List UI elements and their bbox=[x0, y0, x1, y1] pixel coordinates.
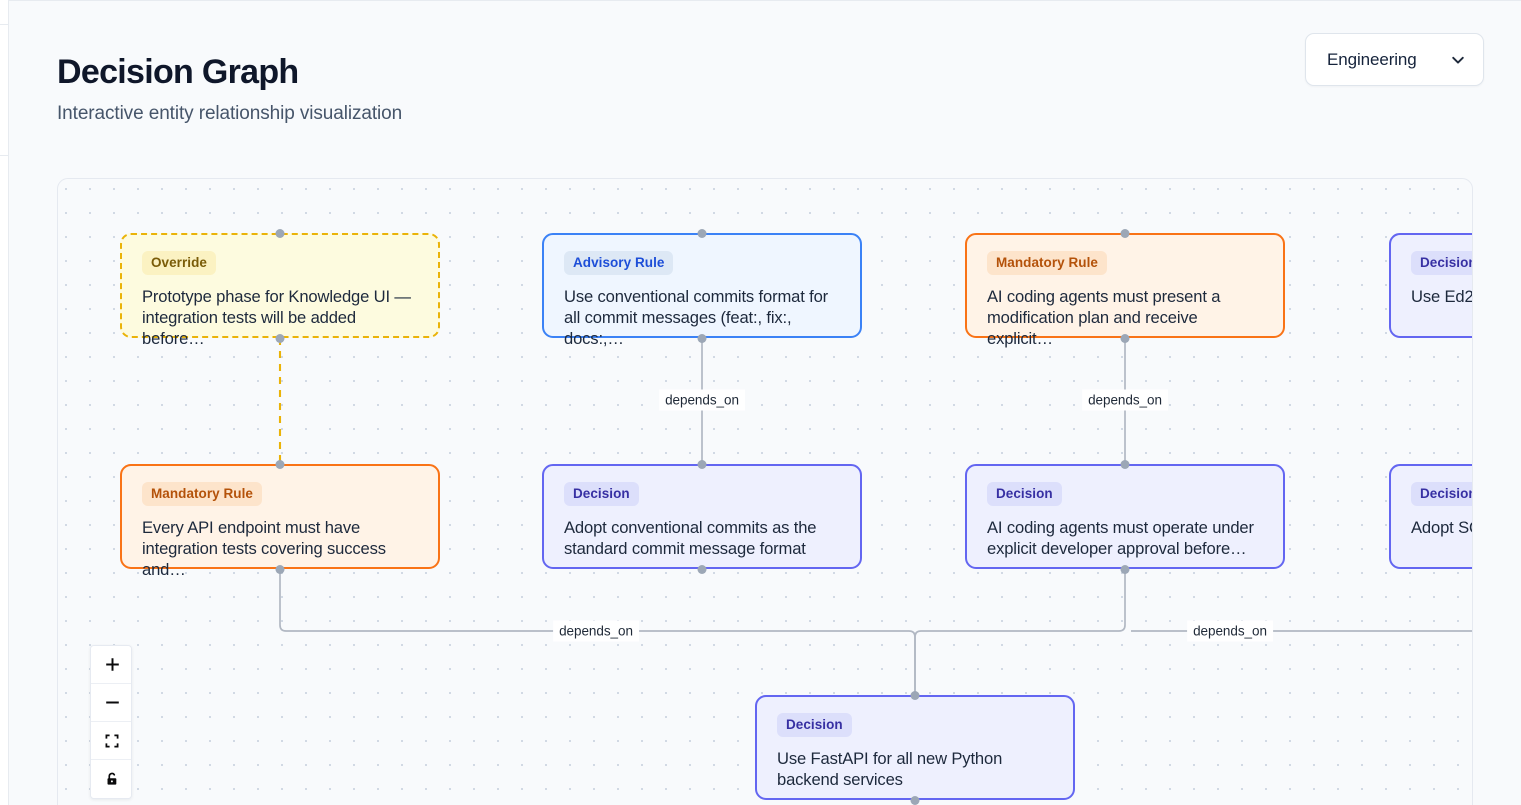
node-text: Adopt SQL… all databas… bbox=[1411, 518, 1472, 537]
lock-open-icon bbox=[104, 771, 120, 787]
fit-view-icon bbox=[104, 733, 120, 749]
node-handle-bottom[interactable] bbox=[275, 564, 285, 574]
node-badge: Mandatory Rule bbox=[142, 482, 262, 506]
graph-canvas[interactable]: depends_on depends_on depends_on depends… bbox=[57, 178, 1473, 805]
node-handle-bottom[interactable] bbox=[275, 333, 285, 343]
edge-label-advisory-decision: depends_on bbox=[659, 389, 745, 411]
graph-node-override-knowledge-ui[interactable]: Override Prototype phase for Knowledge U… bbox=[120, 228, 440, 348]
page-subtitle: Interactive entity relationship visualiz… bbox=[57, 103, 403, 125]
node-handle-bottom[interactable] bbox=[910, 795, 920, 805]
node-handle-top[interactable] bbox=[697, 228, 707, 238]
graph-node-decision-ai-agent-approval[interactable]: Decision AI coding agents must operate u… bbox=[965, 459, 1285, 574]
graph-node-mandatory-ai-agents-plan[interactable]: Mandatory Rule AI coding agents must pre… bbox=[965, 228, 1285, 348]
scope-select-value: Engineering bbox=[1327, 49, 1417, 69]
node-handle-top[interactable] bbox=[1120, 228, 1130, 238]
zoom-in-button[interactable] bbox=[91, 646, 131, 684]
node-text: Use Ed25519 signatures bbox=[1411, 287, 1473, 306]
node-text: Use conventional commits format for all … bbox=[564, 287, 829, 349]
chevron-down-icon bbox=[1450, 52, 1466, 68]
node-text: Adopt conventional commits as the standa… bbox=[564, 518, 817, 559]
graph-node-decision-sqlalchemy[interactable]: Decision Adopt SQL… all databas… bbox=[1389, 464, 1472, 569]
minus-icon bbox=[104, 694, 121, 711]
zoom-out-button[interactable] bbox=[91, 684, 131, 722]
node-badge: Decision bbox=[564, 482, 639, 506]
graph-node-decision-ed25519[interactable]: Decision Use Ed25519 signatures bbox=[1389, 233, 1473, 338]
node-text: AI coding agents must operate under expl… bbox=[987, 518, 1254, 559]
node-handle-top[interactable] bbox=[275, 459, 285, 469]
edge-label-aiagent-fastapi: depends_on bbox=[1187, 620, 1273, 642]
page-title: Decision Graph bbox=[57, 53, 299, 91]
graph-node-mandatory-api-integration-tests[interactable]: Mandatory Rule Every API endpoint must h… bbox=[120, 459, 440, 579]
node-text: AI coding agents must present a modifica… bbox=[987, 287, 1221, 349]
node-badge: Mandatory Rule bbox=[987, 251, 1107, 275]
graph-controls bbox=[90, 645, 132, 799]
node-text: Every API endpoint must have integration… bbox=[142, 518, 386, 580]
node-handle-bottom[interactable] bbox=[697, 564, 707, 574]
node-badge: Decision bbox=[987, 482, 1062, 506]
lock-toggle-button[interactable] bbox=[91, 760, 131, 798]
node-handle-top[interactable] bbox=[1120, 459, 1130, 469]
node-handle-top[interactable] bbox=[697, 459, 707, 469]
node-badge: Decision bbox=[1411, 482, 1472, 506]
node-handle-top[interactable] bbox=[275, 228, 285, 238]
left-rail-divider-top bbox=[0, 24, 9, 25]
node-handle-bottom[interactable] bbox=[1120, 333, 1130, 343]
graph-node-decision-conventional-commits[interactable]: Decision Adopt conventional commits as t… bbox=[542, 459, 862, 574]
edge-label-apitests-fastapi: depends_on bbox=[553, 620, 639, 642]
page-header: Decision Graph Interactive entity relati… bbox=[57, 53, 1473, 125]
graph-node-advisory-conventional-commits[interactable]: Advisory Rule Use conventional commits f… bbox=[542, 228, 862, 348]
page-body: Decision Graph Interactive entity relati… bbox=[9, 0, 1521, 805]
fit-view-button[interactable] bbox=[91, 722, 131, 760]
scope-select[interactable]: Engineering bbox=[1305, 33, 1484, 86]
edge-aiagent-to-fastapi bbox=[914, 569, 1126, 695]
node-text: Use FastAPI for all new Python backend s… bbox=[777, 749, 1003, 790]
node-handle-bottom[interactable] bbox=[1120, 564, 1130, 574]
node-badge: Decision bbox=[777, 713, 852, 737]
node-badge: Decision bbox=[1411, 251, 1472, 275]
plus-icon bbox=[104, 656, 121, 673]
node-handle-bottom[interactable] bbox=[697, 333, 707, 343]
graph-node-decision-fastapi[interactable]: Decision Use FastAPI for all new Python … bbox=[755, 690, 1075, 805]
node-text: Prototype phase for Knowledge UI — integ… bbox=[142, 287, 411, 349]
node-badge: Advisory Rule bbox=[564, 251, 674, 275]
left-rail-divider-bottom bbox=[0, 155, 9, 156]
left-rail bbox=[0, 0, 9, 805]
node-badge: Override bbox=[142, 251, 216, 275]
edge-label-mandatory-decision: depends_on bbox=[1082, 389, 1168, 411]
node-handle-top[interactable] bbox=[910, 690, 920, 700]
